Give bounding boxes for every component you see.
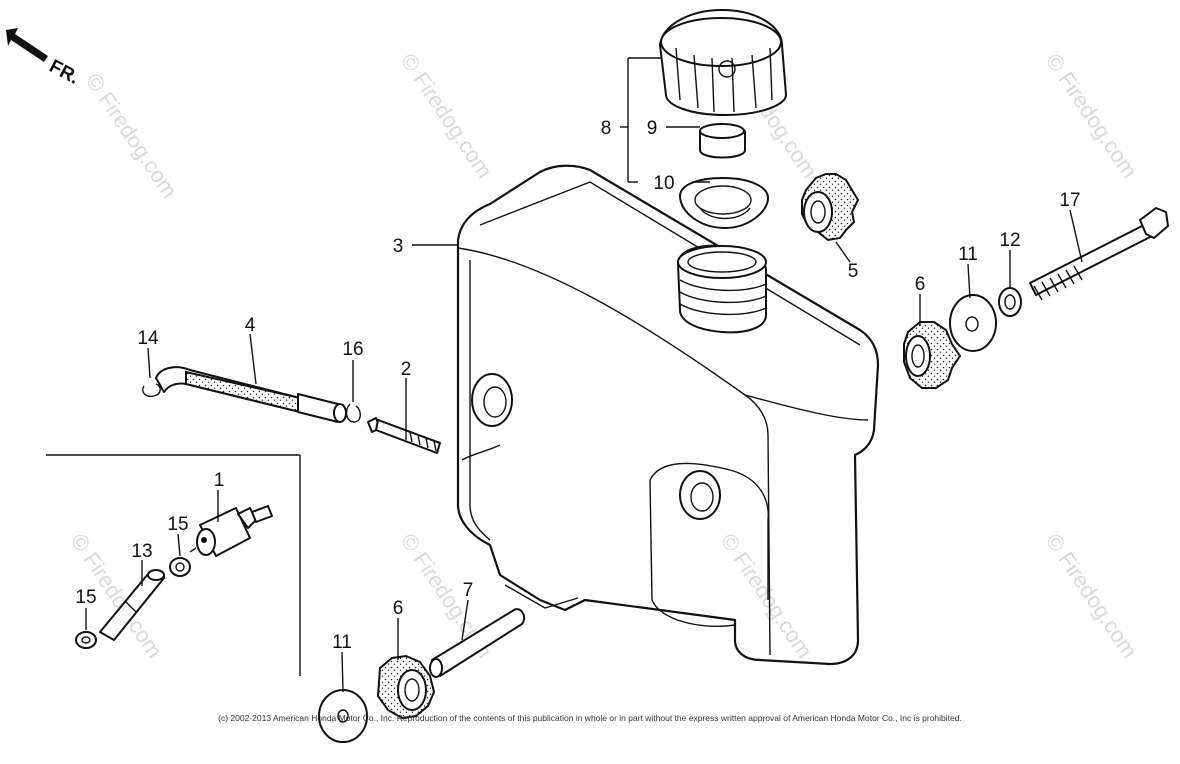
bolt-2 <box>367 417 441 454</box>
front-arrow-icon <box>6 28 48 62</box>
tube-clip-15-lower <box>75 631 97 649</box>
callout-13: 13 <box>131 541 152 562</box>
mount-rubber-6-right <box>903 321 962 389</box>
fuel-cap <box>659 9 787 116</box>
fuel-tube-13 <box>99 569 165 641</box>
cap-packing <box>699 123 746 159</box>
callout-14: 14 <box>137 328 159 349</box>
callout-5: 5 <box>848 261 859 282</box>
front-label: FR. <box>46 56 83 89</box>
callout-6-bottom: 6 <box>393 598 404 619</box>
copyright-notice: (c) 2002-2013 American Honda Motor Co., … <box>218 713 962 723</box>
callout-2: 2 <box>401 359 412 380</box>
tube-clip-16 <box>345 403 361 423</box>
watermark: © Firedog.com <box>1041 49 1143 183</box>
callout-3: 3 <box>393 236 404 257</box>
callout-6-right: 6 <box>915 274 926 295</box>
callout-17: 17 <box>1059 190 1080 211</box>
callout-1: 1 <box>214 470 225 491</box>
watermark: © Firedog.com <box>1041 529 1143 663</box>
watermarks: © Firedog.com © Firedog.com © Firedog.co… <box>66 49 1143 663</box>
callout-16: 16 <box>342 339 363 360</box>
mount-rubber-5 <box>801 173 860 242</box>
spring-washer-12 <box>998 287 1022 317</box>
long-bolt-17 <box>1029 207 1169 301</box>
callout-11-bottom: 11 <box>332 632 352 653</box>
callout-12: 12 <box>999 230 1020 251</box>
tube-clip-14 <box>142 383 161 398</box>
front-direction-indicator: FR. <box>6 28 83 89</box>
breather-tube-4 <box>155 366 347 423</box>
callout-15-lower: 15 <box>75 587 96 608</box>
callout-10: 10 <box>653 173 674 194</box>
tube-clip-15-upper <box>169 557 191 577</box>
washer-11-right <box>949 294 997 352</box>
watermark: © Firedog.com <box>396 49 498 183</box>
callout-15-upper: 15 <box>167 514 188 535</box>
fuel-tank <box>456 164 880 666</box>
watermark: © Firedog.com <box>716 529 818 663</box>
mount-rubber-6-bottom <box>376 654 436 720</box>
callout-8: 8 <box>601 118 612 139</box>
callout-labels: 1 2 3 4 5 6 6 7 8 9 10 11 11 12 13 14 15… <box>75 118 1080 653</box>
leader-lines <box>85 57 1083 693</box>
callout-4: 4 <box>245 315 256 336</box>
inset-bracket <box>46 454 301 676</box>
callout-7: 7 <box>463 580 474 601</box>
cap-gasket <box>679 177 769 229</box>
fuel-strainer-1 <box>189 505 273 557</box>
callout-9: 9 <box>647 118 658 139</box>
callout-11-right: 11 <box>958 244 978 265</box>
collar-7 <box>429 608 526 678</box>
watermark: © Firedog.com <box>81 69 183 203</box>
